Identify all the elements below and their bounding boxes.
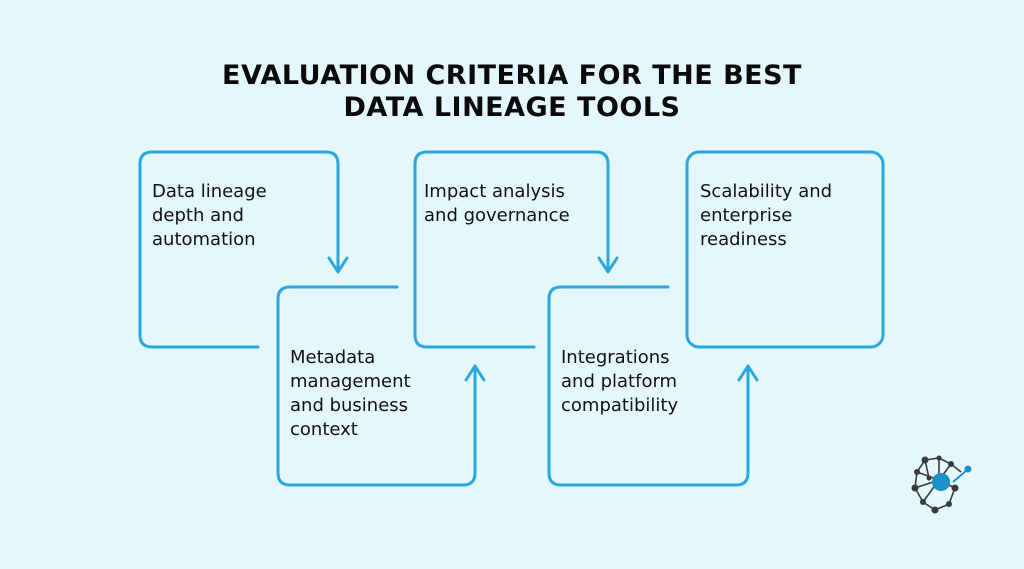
criterion-2-label: Metadata management and business context <box>290 347 411 440</box>
title-line-2: DATA LINEAGE TOOLS <box>343 92 681 123</box>
box-4-outline <box>547 285 750 487</box>
arrow-up-icon-1 <box>464 364 486 382</box>
box-3-outline <box>413 150 610 349</box>
box-2-outline <box>276 285 477 487</box>
criterion-5-label: Scalability and enterprise readiness <box>700 181 833 250</box>
arrow-down-icon-2 <box>597 256 619 274</box>
criterion-3-label: Impact analysis and governance <box>424 181 570 226</box>
box-5-outline <box>685 150 885 349</box>
box-1-outline <box>138 150 340 349</box>
network-node-logo-icon <box>911 455 972 514</box>
title-line-1: EVALUATION CRITERIA FOR THE BEST <box>222 60 802 91</box>
arrow-down-icon-1 <box>327 256 349 274</box>
arrow-up-icon-2 <box>737 364 759 382</box>
page-title: EVALUATION CRITERIA FOR THE BEST DATA LI… <box>0 60 1024 124</box>
criterion-4-label: Integrations and platform compatibility <box>561 347 679 416</box>
criterion-1-label: Data lineage depth and automation <box>152 181 267 250</box>
